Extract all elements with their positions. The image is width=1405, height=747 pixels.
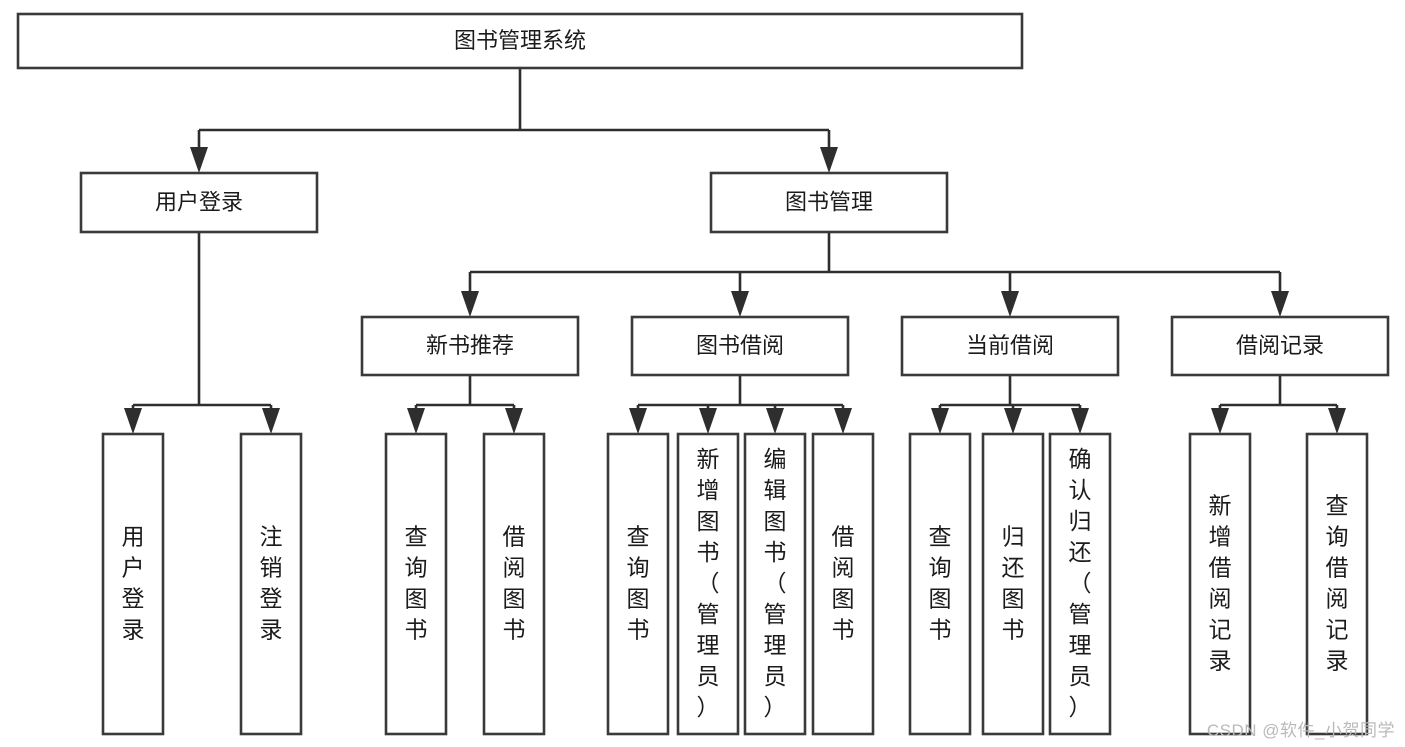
arrow-head-icon: [834, 408, 852, 434]
node-label: 图书管理系统: [454, 28, 586, 53]
csdn-watermark: CSDN @软件_小贺同学: [1206, 721, 1395, 740]
arrow-head-icon: [1071, 408, 1089, 434]
node-label: 图书借阅: [696, 333, 784, 358]
node-label: 借阅记录: [1236, 333, 1324, 358]
node-current-borrow[interactable]: 当前借阅: [900, 315, 1120, 377]
node-box: [360, 315, 580, 377]
arrow-head-icon: [699, 408, 717, 434]
node-leaf-edit-book[interactable]: 编辑图书（管理员）: [743, 432, 807, 736]
node-label: 借阅图书: [832, 524, 855, 643]
node-box: [384, 432, 448, 736]
arrow-head-icon: [1004, 408, 1022, 434]
node-box: [1170, 315, 1390, 377]
node-label: 图书管理: [785, 189, 873, 214]
node-book-management[interactable]: 图书管理: [709, 171, 949, 234]
node-leaf-add-record[interactable]: 新增借阅记录: [1188, 432, 1252, 736]
node-box: [101, 432, 165, 736]
node-box: [709, 171, 949, 234]
node-label: 查询图书: [929, 524, 952, 643]
arrow-head-icon: [124, 408, 142, 434]
arrow-head-icon: [190, 147, 208, 173]
node-leaf-user-logout[interactable]: 注销登录: [239, 432, 303, 736]
node-box: [16, 12, 1024, 70]
node-label: 查询借阅记录: [1326, 493, 1349, 674]
node-label: 新增图书（管理员）: [697, 446, 720, 720]
node-box: [482, 432, 546, 736]
arrow-head-icon: [820, 147, 838, 173]
node-box: [239, 432, 303, 736]
node-box: [630, 315, 850, 377]
arrow-head-icon: [731, 291, 749, 317]
arrow-head-icon: [1271, 291, 1289, 317]
node-label: 归还图书: [1002, 524, 1025, 643]
node-leaf-query-record[interactable]: 查询借阅记录: [1305, 432, 1369, 736]
node-leaf-add-book[interactable]: 新增图书（管理员）: [676, 432, 740, 736]
arrow-head-icon: [1001, 291, 1019, 317]
node-label: 新书推荐: [426, 333, 514, 358]
node-box: [908, 432, 972, 736]
node-label: 借阅图书: [503, 524, 526, 643]
node-leaf-borrow-book-2[interactable]: 借阅图书: [811, 432, 875, 736]
node-label: 查询图书: [627, 524, 650, 643]
node-new-book-recommend[interactable]: 新书推荐: [360, 315, 580, 377]
node-borrow-records[interactable]: 借阅记录: [1170, 315, 1390, 377]
node-box: [900, 315, 1120, 377]
node-label: 新增借阅记录: [1209, 493, 1232, 674]
arrow-head-icon: [1211, 408, 1229, 434]
node-root[interactable]: 图书管理系统: [16, 12, 1024, 70]
node-leaf-confirm-return[interactable]: 确认归还（管理员）: [1048, 432, 1112, 736]
node-leaf-return-book[interactable]: 归还图书: [981, 432, 1045, 736]
node-box: [1305, 432, 1369, 736]
node-leaf-query-book-3[interactable]: 查询图书: [908, 432, 972, 736]
node-label: 注销登录: [260, 524, 283, 643]
node-book-borrow[interactable]: 图书借阅: [630, 315, 850, 377]
node-box: [1188, 432, 1252, 736]
node-leaf-user-login[interactable]: 用户登录: [101, 432, 165, 736]
arrow-head-icon: [407, 408, 425, 434]
node-box: [811, 432, 875, 736]
node-label: 查询图书: [405, 524, 428, 643]
node-box: [981, 432, 1045, 736]
node-leaf-query-book-1[interactable]: 查询图书: [384, 432, 448, 736]
arrow-head-icon: [931, 408, 949, 434]
arrow-head-icon: [505, 408, 523, 434]
arrow-head-icon: [1328, 408, 1346, 434]
node-label: 用户登录: [155, 189, 243, 214]
node-leaf-borrow-book-1[interactable]: 借阅图书: [482, 432, 546, 736]
node-user-login[interactable]: 用户登录: [79, 171, 319, 234]
node-label: 当前借阅: [966, 333, 1054, 358]
node-box: [743, 432, 807, 736]
node-label: 确认归还（管理员）: [1069, 446, 1092, 720]
node-box: [1048, 432, 1112, 736]
node-label: 用户登录: [122, 524, 145, 643]
arrow-head-icon: [629, 408, 647, 434]
node-box: [606, 432, 670, 736]
node-label: 编辑图书（管理员）: [764, 446, 787, 720]
arrow-head-icon: [766, 408, 784, 434]
arrow-head-icon: [461, 291, 479, 317]
node-box: [676, 432, 740, 736]
node-leaf-query-book-2[interactable]: 查询图书: [606, 432, 670, 736]
node-box: [79, 171, 319, 234]
arrow-head-icon: [262, 408, 280, 434]
